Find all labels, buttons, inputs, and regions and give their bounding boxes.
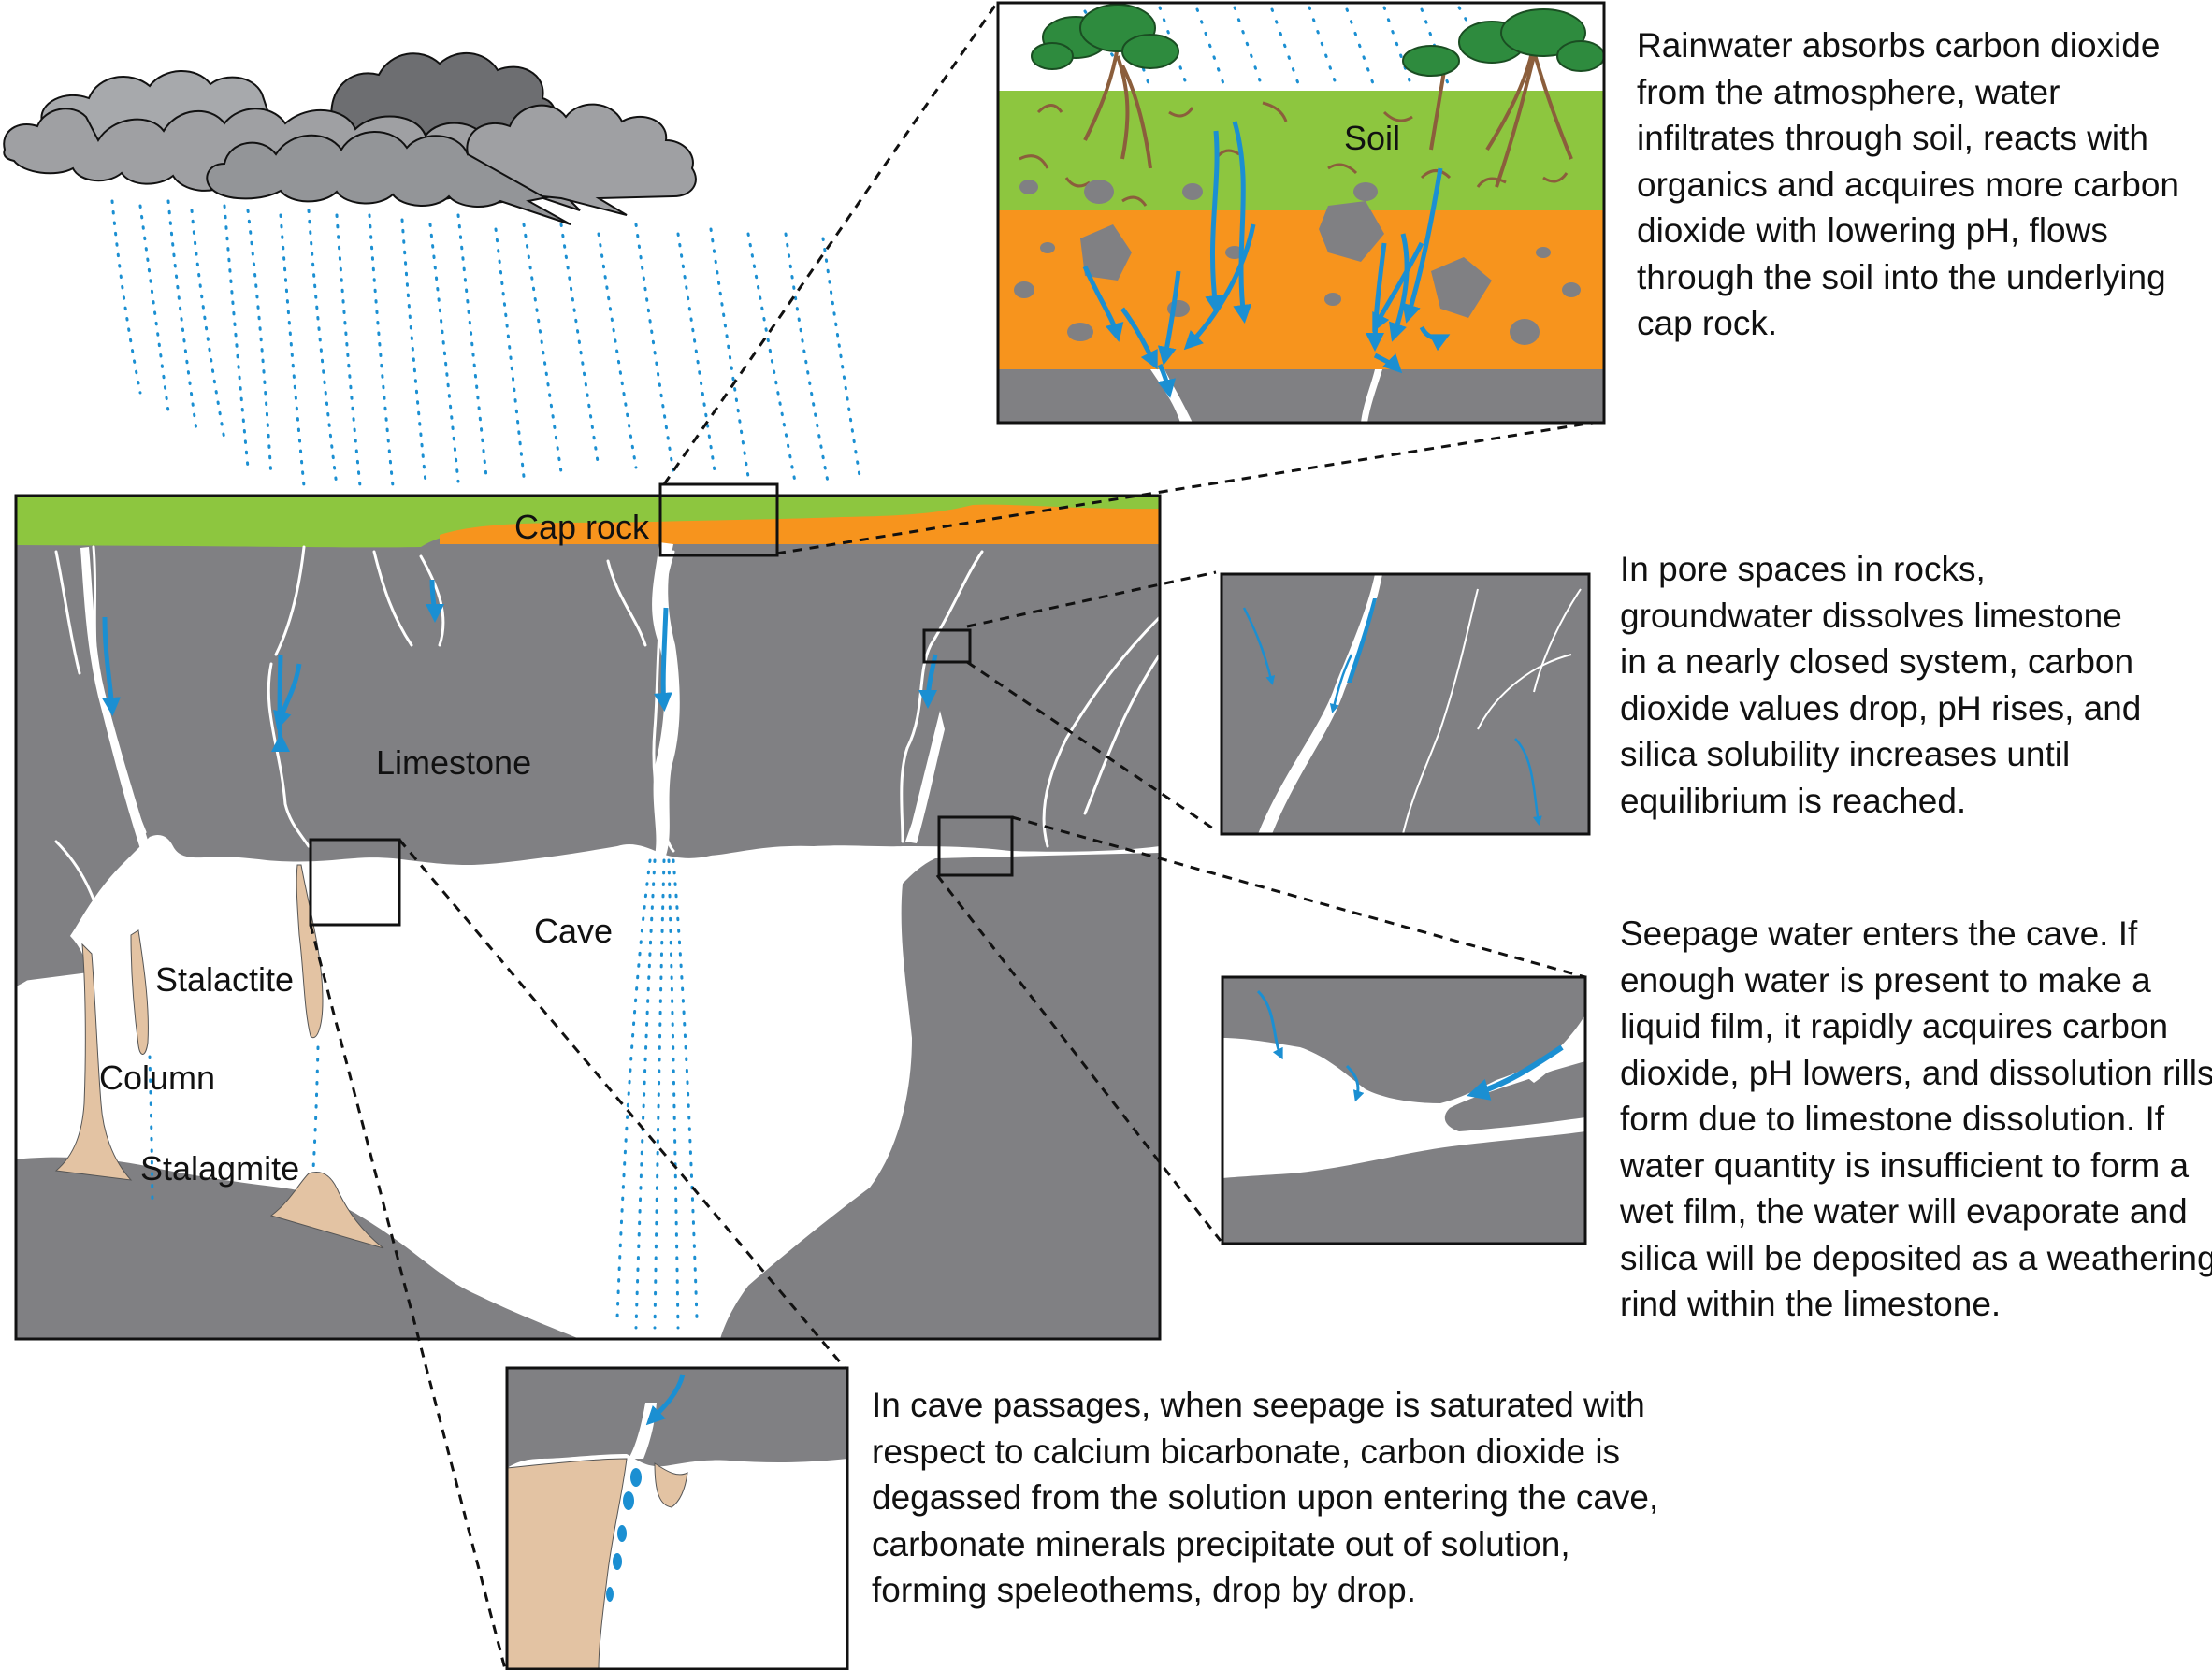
water-arrows [102, 579, 938, 753]
description-seepage: Seepage water enters the cave. If enough… [1620, 914, 2212, 1323]
cave-inset-stalactite [654, 1462, 688, 1508]
pore-inner-crack [1347, 598, 1377, 683]
main-section-frame [14, 494, 1162, 1341]
pore-inset [1222, 574, 1589, 834]
connector-lines [309, 2, 1606, 1670]
rain-drops [110, 199, 862, 488]
cave-inset-rock [507, 1368, 847, 1468]
label-stalagmite: Stalagmite [140, 1149, 299, 1188]
label-limestone: Limestone [376, 743, 531, 782]
label-column: Column [99, 1058, 215, 1097]
inset-limestone [998, 369, 1604, 423]
soil-inset-frame [996, 1, 1606, 425]
seep-rock-ledge [1444, 1061, 1585, 1131]
zoom-box-soil [658, 482, 779, 557]
description-cave-passages: In cave passages, when seepage is satura… [872, 1386, 1659, 1609]
cloud-right [466, 103, 697, 216]
limestone-left-wall [16, 926, 89, 982]
stalagmite [269, 1172, 384, 1249]
seepage-inset-frame [1221, 975, 1587, 1245]
soil-layer [16, 496, 1160, 548]
inset-crack-right [1361, 369, 1382, 423]
cave-drips [148, 858, 699, 1330]
stalactite-right [296, 864, 324, 1039]
stalactite-left [130, 929, 149, 1055]
limestone-floor [16, 1157, 580, 1339]
cave-inset-column [507, 1458, 628, 1669]
seep-cave-space [1222, 1029, 1585, 1178]
zoom-box-pore [922, 628, 972, 664]
organic-squiggles [1019, 101, 1569, 207]
cave-inset [507, 1368, 847, 1669]
limestone-right-wall [720, 853, 1160, 1339]
soil-inset: Soil [998, 3, 1604, 423]
label-cap-rock: Cap rock [514, 508, 650, 546]
inset-cap-layer [998, 210, 1604, 369]
zoom-markers [309, 482, 1014, 927]
label-stalactite: Stalactite [155, 960, 294, 999]
description-soil: Rainwater absorbs carbon dioxide from th… [1637, 26, 2179, 342]
cap-rock-layer [440, 504, 1160, 542]
inset-water-arrows [1082, 121, 1451, 398]
right-fracture [905, 711, 945, 843]
pore-water-arrows [1242, 607, 1542, 826]
label-cave: Cave [534, 912, 613, 950]
label-soil: Soil [1344, 119, 1400, 157]
description-pore-spaces: In pore spaces in rocks, groundwater dis… [1620, 550, 2142, 820]
zoom-box-cave [309, 838, 401, 927]
zoom-box-seep [937, 815, 1014, 877]
limestone-upper [16, 524, 1160, 986]
tree-left [1031, 4, 1179, 169]
rain-cloud [3, 51, 697, 225]
seep-water-arrows [1256, 989, 1564, 1102]
column [54, 943, 133, 1181]
seep-crack [1525, 1015, 1585, 1083]
seepage-inset [1222, 977, 1585, 1244]
pebbles [1014, 180, 1581, 345]
cave-inset-frame [505, 1366, 849, 1670]
tree-right [1402, 8, 1604, 188]
pore-crack [1258, 574, 1382, 834]
cave-inset-arrow [645, 1374, 686, 1426]
cave-inset-drips [606, 1468, 642, 1602]
pore-inset-frame [1220, 572, 1591, 836]
left-fracture [80, 547, 150, 849]
